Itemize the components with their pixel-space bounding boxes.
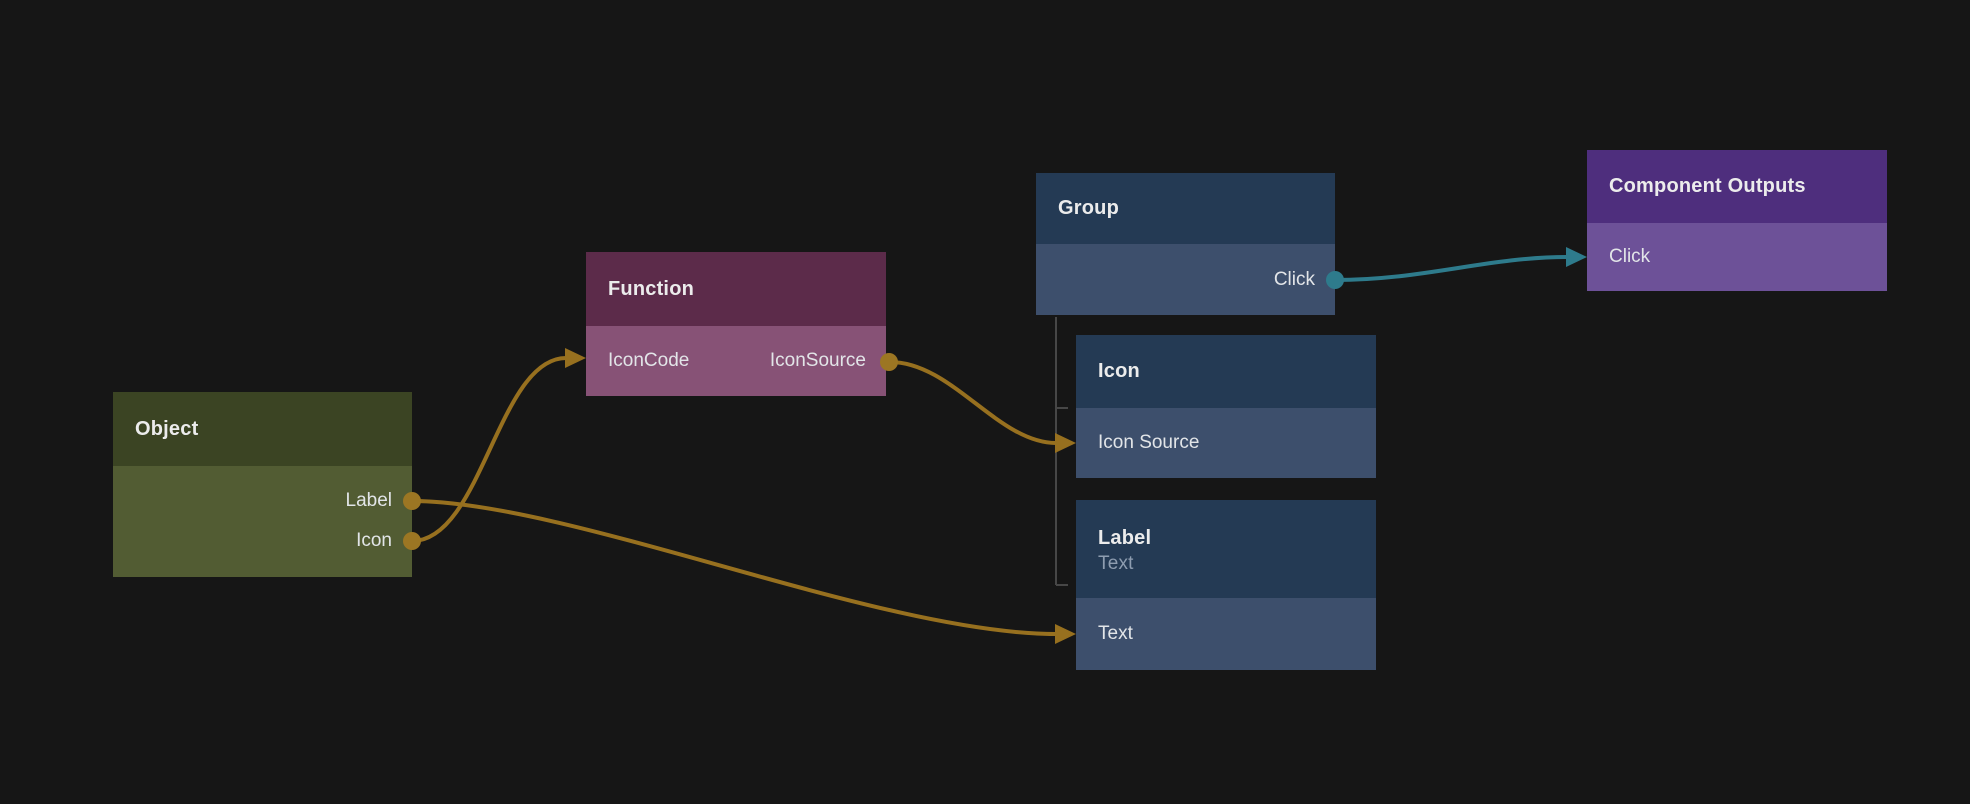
port-label: Click [1609,246,1651,267]
port-label: Label [345,490,393,511]
node-function[interactable]: Function IconCode IconSource [586,252,886,396]
node-component-outputs-body: Click [1587,223,1887,291]
port-label: Icon [356,530,392,551]
node-component-outputs[interactable]: Component Outputs Click [1587,150,1887,291]
node-title: Object [135,417,199,440]
arrowhead-icon-iconsource[interactable] [1055,433,1076,453]
node-component-outputs-header[interactable]: Component Outputs [1587,150,1887,223]
node-function-body: IconCode IconSource [586,326,886,396]
node-function-header[interactable]: Function [586,252,886,326]
node-title: Function [608,277,695,300]
node-subtitle: Text [1098,553,1134,574]
node-object-header[interactable]: Object [113,392,412,466]
input-port-click[interactable]: Click [1587,223,1887,291]
port-row: IconCode IconSource [586,326,886,396]
wire-object-icon-to-function-iconcode[interactable] [410,356,568,543]
wire-object-label-to-label-text[interactable] [410,499,1058,636]
port-label: Click [1273,268,1315,290]
node-title: Icon [1098,360,1140,382]
node-title: Component Outputs [1609,175,1806,197]
input-port-iconcode[interactable]: IconCode [608,350,690,371]
arrowhead-function-iconcode[interactable] [565,348,586,368]
wire-group-click-to-component-outputs-click[interactable] [1333,255,1569,282]
output-port-click[interactable]: Click [1036,244,1335,315]
output-port-icon[interactable]: Icon [113,521,412,561]
node-label-body: Text [1076,598,1376,670]
port-label: Text [1098,623,1133,644]
node-label[interactable]: Label Text Text [1076,500,1376,670]
wire-function-iconsource-to-icon-iconsource[interactable] [888,360,1058,445]
node-icon-header[interactable]: Icon [1076,335,1376,408]
node-group[interactable]: Group Click [1036,173,1335,315]
node-title: Group [1058,197,1119,219]
arrowhead-label-text[interactable] [1055,624,1076,644]
arrowhead-component-outputs-click[interactable] [1566,247,1587,267]
port-label: Icon Source [1098,432,1200,453]
input-port-text[interactable]: Text [1076,598,1376,670]
node-group-header[interactable]: Group [1036,173,1335,244]
node-icon-body: Icon Source [1076,408,1376,478]
node-label-header[interactable]: Label Text [1076,500,1376,598]
output-port-iconsource[interactable]: IconSource [769,350,866,371]
group-children-tree-connector [1055,317,1068,586]
input-port-icon-source[interactable]: Icon Source [1076,408,1376,478]
node-object-body: Label Icon [113,466,412,577]
node-object[interactable]: Object Label Icon [113,392,412,577]
node-group-body: Click [1036,244,1335,315]
output-port-label[interactable]: Label [113,481,412,521]
node-icon[interactable]: Icon Icon Source [1076,335,1376,478]
node-title: Label [1098,527,1152,549]
